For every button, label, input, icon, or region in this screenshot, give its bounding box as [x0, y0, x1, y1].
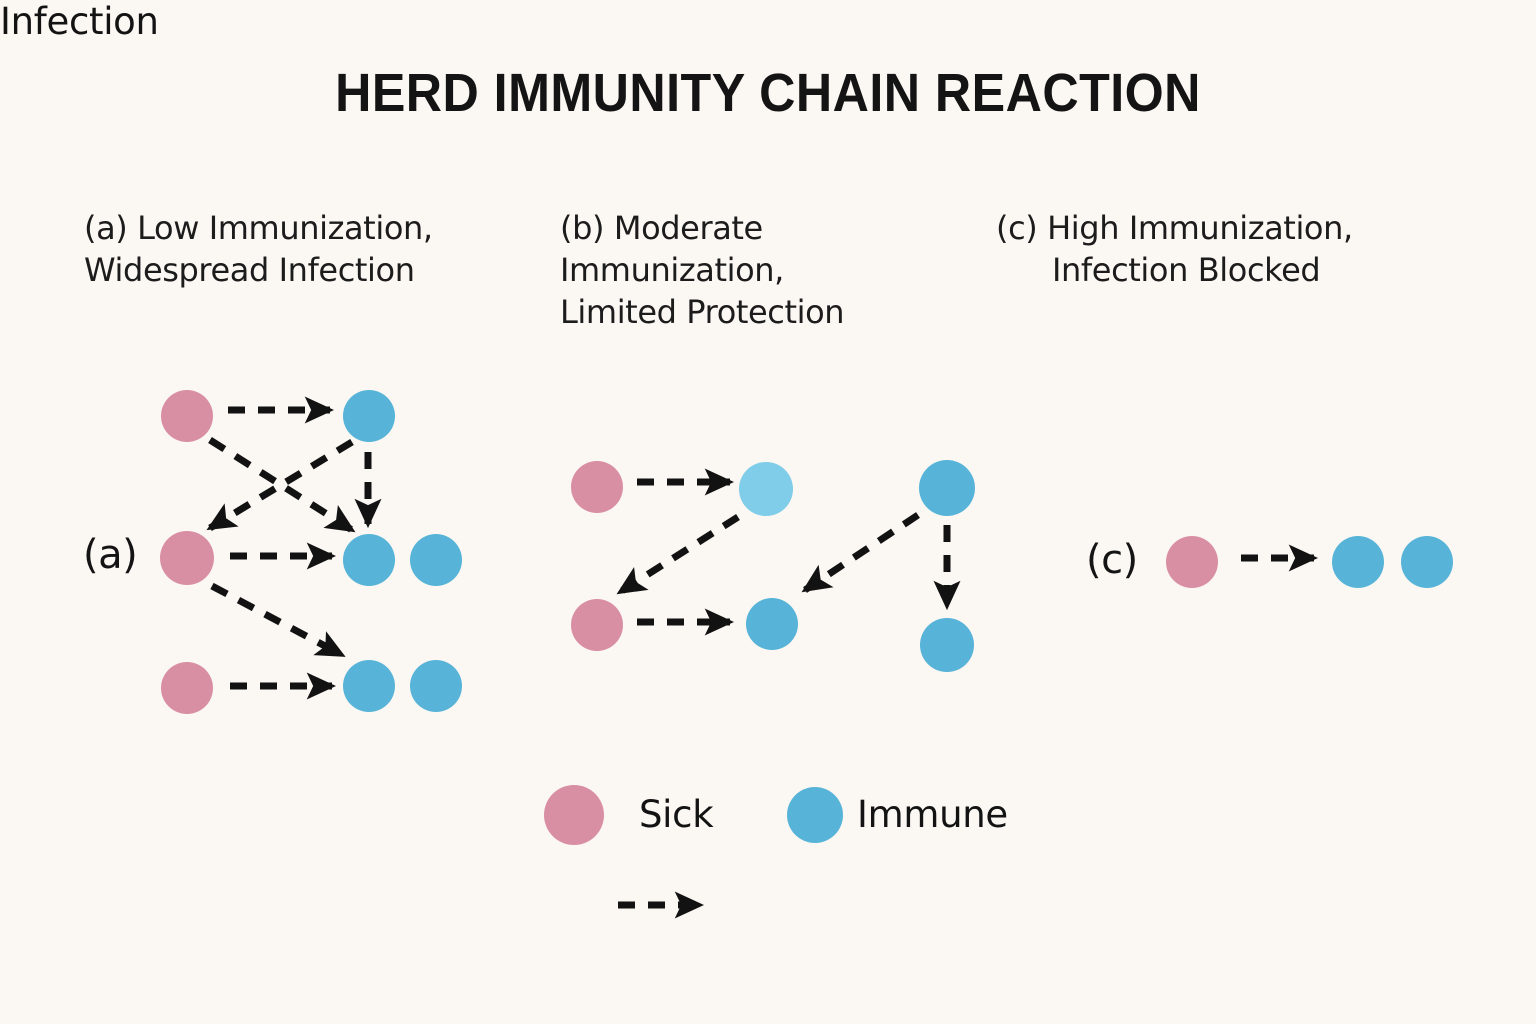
legend-sick-swatch [544, 785, 604, 845]
panel-b-node-group [571, 460, 975, 672]
b-immune-2 [919, 460, 975, 516]
panel-b-heading-line-3: Limited Protection [560, 293, 845, 332]
a-sick-3 [161, 662, 213, 714]
legend-immune-label: Immune [857, 793, 1008, 836]
a-sick-1 [161, 390, 213, 442]
panel-a-tag: (a) [83, 532, 138, 578]
c-immune-1 [1332, 536, 1384, 588]
panel-a-node-group [160, 390, 462, 714]
a-immune-2 [343, 534, 395, 586]
b-immune-1 [739, 462, 793, 516]
panel-b-arrow-group [616, 468, 961, 636]
panel-c-tag: (c) [1086, 537, 1138, 583]
a-sick-2 [160, 531, 214, 585]
panel-a-heading: (a) Low Immunization, Widespread Infecti… [84, 207, 554, 291]
panel-c-heading: (c) High Immunization, Infection Blocked [996, 207, 1466, 291]
page-title: HERD IMMUNITY CHAIN REACTION [335, 63, 1201, 123]
legend-sick-label: Sick [639, 793, 714, 836]
b-immune-3 [746, 598, 798, 650]
legend-infection-label: Infection [0, 0, 159, 43]
legend-marks-group [544, 785, 843, 919]
panel-c-heading-line-2: Infection Blocked [1052, 251, 1321, 290]
a-immune-1 [343, 390, 395, 442]
b-sick-2 [571, 599, 623, 651]
panel-a-heading-line-2: Widespread Infection [84, 251, 415, 290]
b-sick-1 [571, 461, 623, 513]
b-immune-4 [920, 618, 974, 672]
b-arrow-2 [616, 514, 740, 595]
panel-c-heading-line-1: (c) High Immunization, [996, 209, 1353, 247]
c-sick-1 [1166, 536, 1218, 588]
a-arrow-6 [210, 582, 346, 659]
panel-b-heading: (b) Moderate Immunization, Limited Prote… [560, 207, 960, 334]
a-immune-4 [343, 660, 395, 712]
panel-a-heading-line-1: (a) Low Immunization, [84, 209, 433, 247]
panel-b-heading-line-1: (b) Moderate [560, 209, 763, 247]
b-arrow-4 [801, 512, 920, 593]
legend-immune-swatch [787, 787, 843, 843]
panel-a-arrow-group [206, 396, 382, 700]
a-immune-3 [410, 534, 462, 586]
a-immune-5 [410, 660, 462, 712]
panel-c-node-group [1166, 536, 1453, 588]
c-immune-2 [1401, 536, 1453, 588]
panel-b-heading-line-2: Immunization, [560, 251, 784, 290]
